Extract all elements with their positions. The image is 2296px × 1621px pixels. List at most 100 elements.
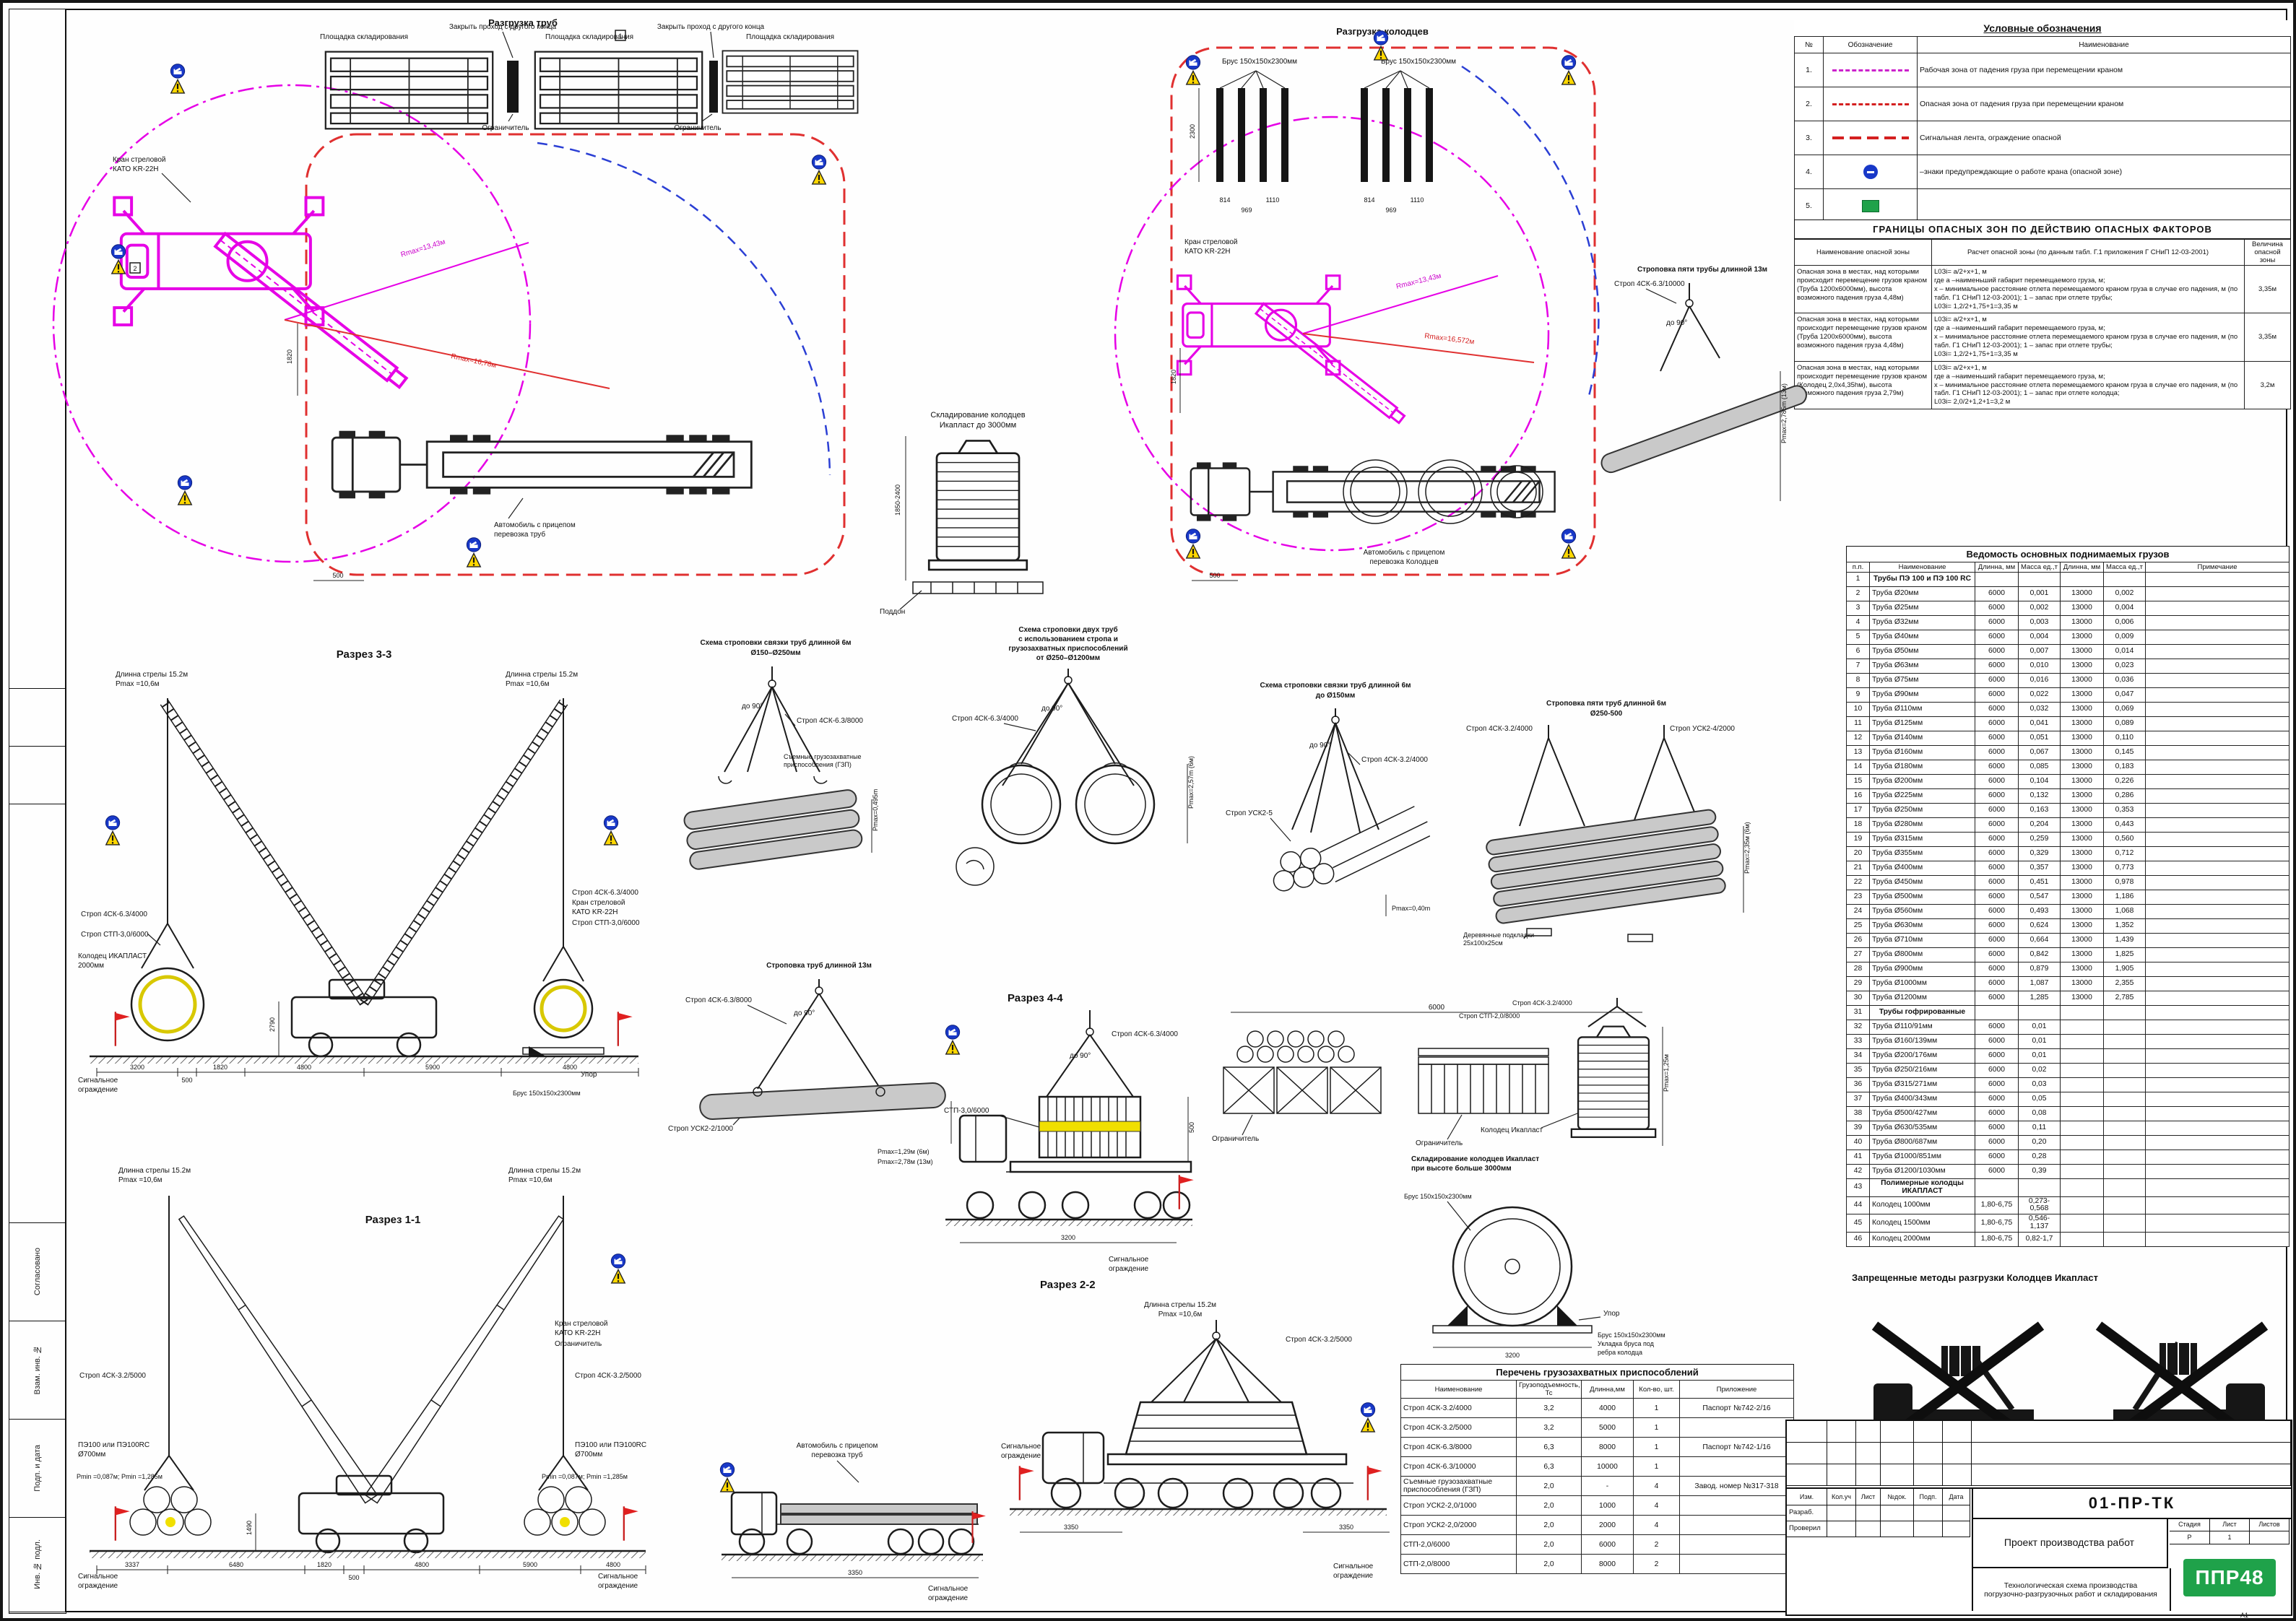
note (2145, 933, 2289, 948)
note (2145, 1231, 2289, 1247)
pipe-row (1486, 809, 1726, 924)
limiter-label: Ограничитель (1212, 1135, 1259, 1143)
length-13000: 13000 (2060, 788, 2104, 804)
mass-13000: 0,004 (2103, 601, 2146, 616)
legend-num: 2. (1794, 87, 1824, 121)
crane-warning-sign (719, 1462, 735, 1492)
loads-row: 34 Труба Ø200/176мм 6000 0,01 (1846, 1048, 2289, 1064)
rigging-name: Строп 4СК-6.3/10000 (1400, 1456, 1517, 1477)
length-6000: 6000 (1975, 673, 2019, 688)
length-6000: 6000 (1975, 890, 2019, 905)
mass-13000: 0,009 (2103, 630, 2146, 645)
boom-length-label: Длинна стрелы 15.2м (118, 1167, 191, 1175)
length-13000: 13000 (2060, 659, 2104, 674)
item-name: Трубы гофрированные (1869, 1005, 1975, 1020)
danger-row: Опасная зона в местах, над которыми прои… (1794, 313, 2291, 362)
mass-13000: 1,186 (2103, 890, 2146, 905)
length-6000: 6000 (1975, 918, 2019, 934)
boom-length-label: Длинна стрелы 15.2м (1144, 1301, 1216, 1309)
loads-row: 33 Труба Ø160/139мм 6000 0,01 (1846, 1034, 2289, 1049)
sling-label: Строп УСК2-5 (1226, 809, 1273, 817)
pipe-13m (699, 1082, 946, 1121)
rigging-appendix: Паспорт №742-1/16 (1679, 1437, 1794, 1457)
length-6000: 6000 (1975, 832, 2019, 847)
scheme-title: Схема строповки связки труб длинной 6м (700, 638, 851, 647)
scheme-title: Строповка труб длинной 13м (766, 961, 872, 970)
loads-row: 17 Труба Ø250мм 6000 0,163 13000 0,353 (1846, 803, 2289, 818)
rigging-appendix (1679, 1534, 1794, 1555)
row-num: 35 (1846, 1063, 1870, 1078)
item-name: Труба Ø110мм (1869, 702, 1975, 717)
upor-label: Упор (581, 1071, 597, 1079)
wood-label: 25х100х25см (1463, 939, 1503, 947)
rigging-length: - (1581, 1476, 1634, 1496)
length-13000 (2060, 1214, 2104, 1233)
length-6000: 6000 (1975, 947, 2019, 962)
rmax-label: Rmax=16,572м (1424, 332, 1475, 346)
legend-symbol-cell (1823, 87, 1918, 121)
dim-500: 500 (1209, 572, 1220, 579)
dim-1820: 1820 (317, 1561, 332, 1568)
brus-label: Брус 150х150х2300мм (1222, 58, 1297, 66)
note (2145, 644, 2289, 659)
dim-1490: 1490 (246, 1521, 253, 1535)
brus-note: Укладка бруса под (1598, 1340, 1655, 1347)
mass-6000: 0,05 (2018, 1092, 2061, 1107)
well-label: Колодец ИКАПЛАСТ (78, 952, 147, 960)
dim-1110: 1110 (1411, 196, 1424, 204)
gzp-label: приспособления (ГЗП) (784, 761, 852, 768)
stamp-role: Разраб. (1787, 1505, 1827, 1521)
crane-warning-sign (1185, 55, 1201, 85)
pipe-bundle-left (129, 1486, 212, 1536)
dim-6000: 6000 (1429, 1004, 1445, 1012)
loads-row: 24 Труба Ø560мм 6000 0,493 13000 1,068 (1846, 904, 2289, 919)
length-6000: 6000 (1975, 1048, 2019, 1064)
length-13000: 13000 (2060, 630, 2104, 645)
signal-fence-label: ограждение (598, 1582, 638, 1590)
brus-group (1216, 70, 1433, 182)
length-6000: 6000 (1975, 962, 2019, 977)
mass-13000: 0,145 (2103, 745, 2146, 760)
legend-row: 3. Сигнальная лента, ограждение опасной (1794, 121, 2291, 155)
note (2145, 1106, 2289, 1121)
note (2145, 1121, 2289, 1136)
storage-big-title: при высоте больше 3000мм (1411, 1164, 1512, 1173)
mass-13000: 0,014 (2103, 644, 2146, 659)
forbidden-methods-scene: Запрещенные методы разгрузки Колодцев Ик… (1846, 1268, 2289, 1485)
mass-6000: 0,20 (2018, 1135, 2061, 1150)
legend-col-header: № (1794, 36, 1824, 53)
loads-row: 36 Труба Ø315/271мм 6000 0,03 (1846, 1077, 2289, 1092)
rigging-panel: Перечень грузозахватных приспособлений Н… (1400, 1364, 1794, 1574)
pmin-label: Pmin =0,087м; Pmin =1,285м (77, 1473, 163, 1480)
item-name: Труба Ø63мм (1869, 659, 1975, 674)
loads-row: 29 Труба Ø1000мм 6000 1,087 13000 2,355 (1846, 976, 2289, 991)
mass-13000: 1,825 (2103, 947, 2146, 962)
loads-row: 35 Труба Ø250/216мм 6000 0,02 (1846, 1063, 2289, 1078)
wood-block (1526, 928, 1552, 936)
length-6000: 6000 (1975, 716, 2019, 731)
item-name: Труба Ø400мм (1869, 861, 1975, 876)
rigging-appendix (1679, 1515, 1794, 1535)
row-num: 30 (1846, 991, 1870, 1006)
boom-length-label: Длинна стрелы 15.2м (508, 1167, 581, 1175)
mass-6000: 0,28 (2018, 1150, 2061, 1165)
stage-value: Р (2170, 1531, 2210, 1544)
pipe-stack-behind-fence (1236, 1030, 1355, 1063)
dim-5900: 5900 (425, 1064, 440, 1071)
loads-row: 11 Труба Ø125мм 6000 0,041 13000 0,089 (1846, 716, 2289, 731)
legend-num: 4. (1794, 155, 1824, 189)
section-2-2-scene: Разрез 2-2 Длинна стрелы 15.2м Pmax =10,… (1000, 1272, 1397, 1604)
row-num: 5 (1846, 630, 1870, 645)
item-name: Труба Ø1000мм (1869, 976, 1975, 991)
wood-label: Деревянные подкладки (1463, 931, 1534, 939)
close-passage-label: Закрыть проход с другого конца (449, 23, 557, 31)
length-13000 (2060, 1092, 2104, 1107)
rigging-row: Строп УСК2-2,0/2000 2,0 2000 4 (1400, 1515, 1794, 1535)
row-num: 21 (1846, 861, 1870, 876)
item-name: Труба Ø140мм (1869, 731, 1975, 746)
mass-13000 (2103, 1121, 2146, 1136)
item-name: Труба Ø250мм (1869, 803, 1975, 818)
dim-969: 969 (1385, 207, 1396, 214)
